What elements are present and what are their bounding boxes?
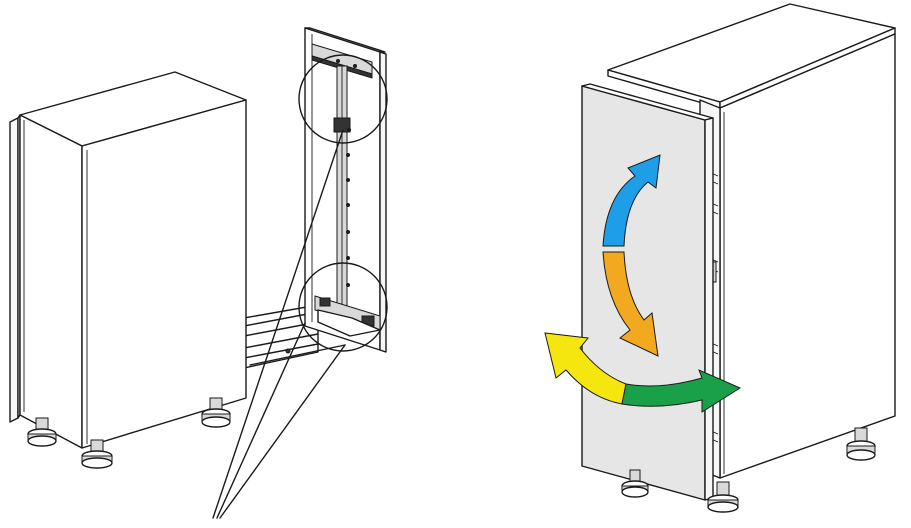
cabinet-left-legs: [27, 397, 231, 469]
cabinet-left: [9, 71, 247, 449]
detail-callout-top: [298, 54, 388, 144]
leg: [81, 439, 113, 469]
adjustment-arrow-down: [602, 251, 659, 357]
adjustment-arrow-up: [602, 154, 661, 247]
frame-pegs: [346, 128, 351, 287]
pointer-lines: [212, 129, 346, 519]
leg: [846, 427, 876, 461]
cabinet-right-side: [719, 33, 896, 479]
pull-out-frame: [311, 43, 381, 337]
right-figure: [544, 3, 896, 513]
leg: [707, 481, 739, 513]
adjustment-arrows: [544, 154, 742, 413]
adjustment-arrow-left: [544, 332, 627, 405]
cabinet-right-legs: [621, 427, 876, 513]
left-figure: [9, 27, 388, 519]
leg: [27, 417, 57, 447]
front-door-panel: [581, 83, 714, 501]
leg: [621, 469, 649, 498]
detail-callout-bottom: [298, 262, 388, 352]
adjustment-arrow-right: [621, 369, 742, 413]
leg: [201, 397, 231, 428]
